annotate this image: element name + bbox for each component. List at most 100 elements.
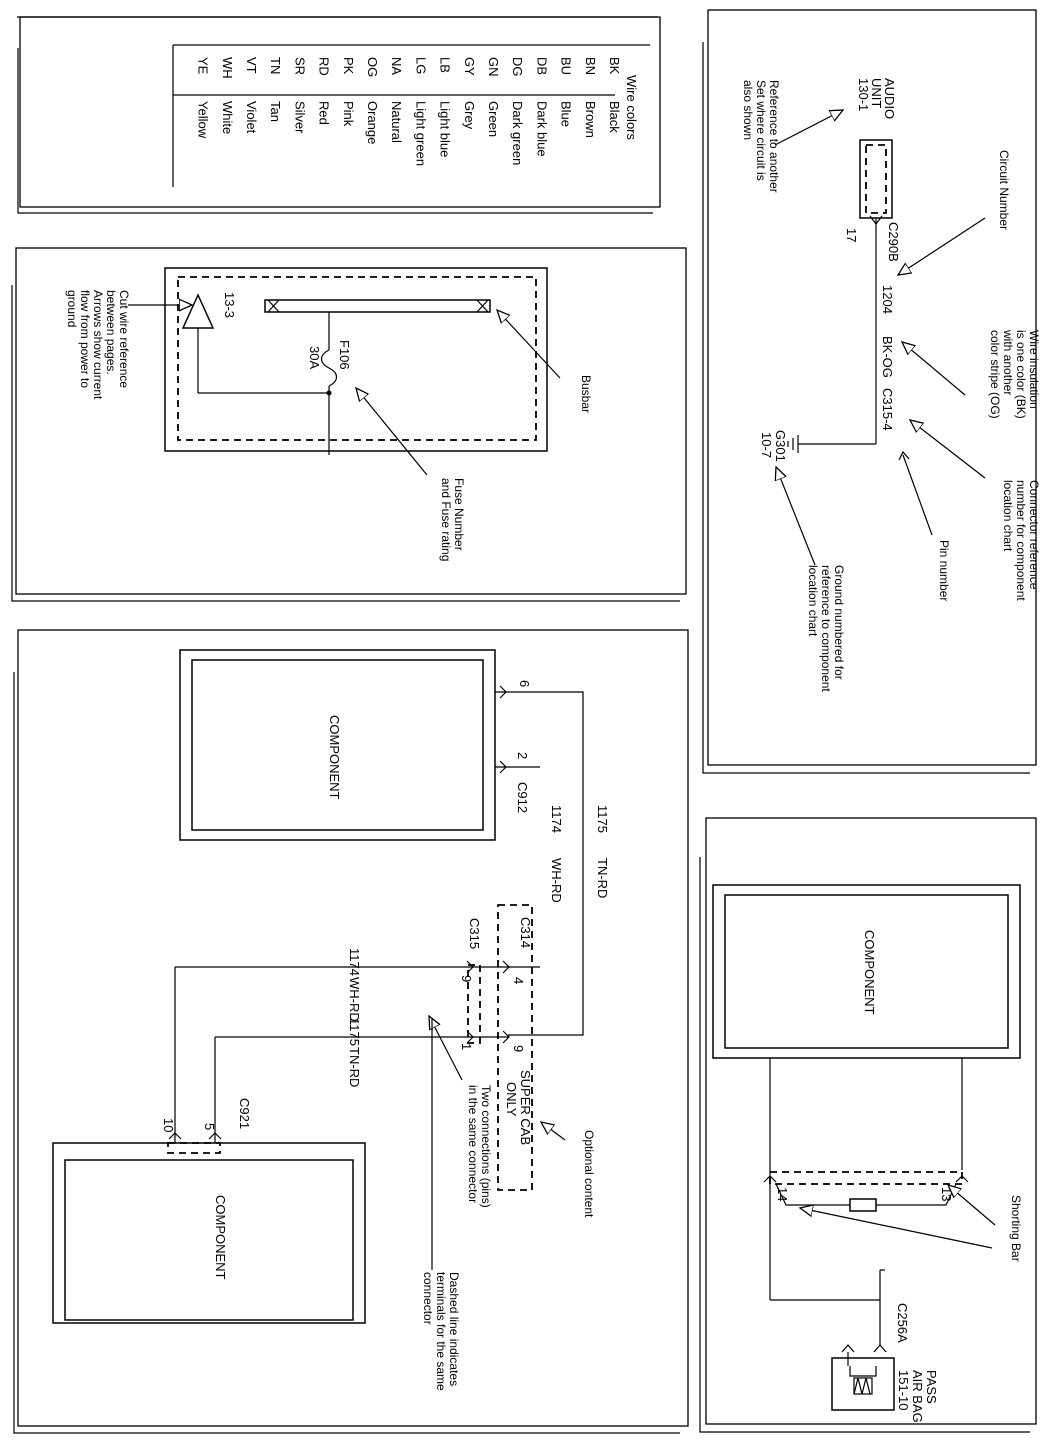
ground-ref: 10-7 <box>759 432 774 458</box>
wire-colors-frame <box>19 16 661 208</box>
c912-pin6: 6 <box>517 680 532 687</box>
top-wire-1175-color: TN-RD <box>595 858 610 898</box>
callout-two-connections-line-2: in the same connector <box>466 1085 480 1203</box>
fuse-symbol <box>320 349 338 387</box>
callout-circuit-number-line-1: Circuit Number <box>997 150 1011 230</box>
fuse-rating: 30A <box>307 346 322 369</box>
top-wire-1175-circuit: 1175 <box>595 805 610 833</box>
callout-shorting-bar-line-1: Shorting Bar <box>1009 1195 1023 1262</box>
audio-unit-connector <box>865 144 887 214</box>
ground-g301: G301 <box>773 430 788 462</box>
wire-color-name-lb: Light blue <box>438 101 453 157</box>
wire-color-code-lb: LB <box>438 57 453 73</box>
shorting-connector-dashed <box>769 1171 963 1185</box>
lower-wire-1174-color: WH-RD <box>347 977 362 1022</box>
optional-label-2: ONLY <box>504 1082 519 1117</box>
callout-dashed-line-line-1: Dashed line indicates <box>447 1272 461 1386</box>
airbag-label-1: PASS <box>924 1370 939 1404</box>
callout-cut-wire-line-2: between pages. <box>104 290 118 375</box>
connector-c256a: C256A <box>895 1303 910 1343</box>
wire-color-code-rd: RD <box>317 57 332 76</box>
c912-pin2: 2 <box>515 752 530 759</box>
shorting-arrow-1 <box>948 1185 996 1226</box>
wire-color-code-na: NA <box>389 57 404 75</box>
wire-color-name-bn: Brown <box>583 101 598 138</box>
airbag-box <box>831 1357 895 1411</box>
callout-cut-wire-line-4: flow from power to <box>78 290 92 388</box>
wire-color-name-dg: Dark green <box>510 101 525 165</box>
shorting-arrow-2 <box>800 1208 993 1249</box>
c315-pin1: 1 <box>459 1043 474 1050</box>
callout-busbar-line-1: Busbar <box>579 375 593 413</box>
connector-c315-4: C315-4 <box>880 388 895 431</box>
wire-color-code-vt: VT <box>244 57 259 74</box>
callout-dashed-line-line-2: terminals for the same <box>434 1272 448 1391</box>
top-wire-1174-circuit: 1174 <box>549 805 564 833</box>
wire-color-name-rd: Red <box>317 101 332 125</box>
wire-color-code-db: DB <box>534 57 549 75</box>
wire-color-name-wh: White <box>220 101 235 134</box>
callout-cut-wire-line-3: Arrows show current <box>91 290 105 400</box>
wire-color-code-sr: SR <box>292 57 307 75</box>
callout-reference-line-2: Set where circuit is <box>754 80 768 181</box>
airbag-label-2: AIR BAG <box>910 1370 925 1423</box>
optional-arrow <box>541 1122 566 1141</box>
wire-colors-title: Wire colors <box>624 75 639 141</box>
wire-color-name-db: Dark blue <box>534 101 549 157</box>
circuit-panel-frame <box>707 9 1037 766</box>
shorting-component-label: COMPONENT <box>862 930 877 1015</box>
c315-pin9: 9 <box>459 975 474 982</box>
shorting-bar-resistor <box>849 1198 877 1212</box>
fuse-number: F106 <box>337 340 352 370</box>
callout-cut-wire-line-5: ground <box>65 290 79 327</box>
wire-color-code-og: OG <box>365 57 380 77</box>
wire-color-name-vt: Violet <box>244 101 259 134</box>
c912-label: C912 <box>515 782 530 813</box>
callout-dashed-line-line-3: connector <box>421 1272 435 1325</box>
audio-unit-line-3: 130-1 <box>856 78 871 111</box>
wire-color-name-pk: Pink <box>341 101 356 127</box>
airbag-label-3: 151-10 <box>896 1370 911 1410</box>
c314-pin9: 9 <box>511 1045 526 1052</box>
reference-arrow <box>774 110 843 146</box>
wire-color-code-ye: YE <box>196 57 211 75</box>
lower-wire-1174-circuit: 1174 <box>347 948 362 976</box>
wire-color-name-tn: Tan <box>268 101 283 122</box>
connector-reference-arrow <box>910 420 986 479</box>
c315-label: C315 <box>467 918 482 949</box>
callout-ground-line-1: Ground numbered for <box>832 565 846 680</box>
callout-ground-line-3: location chart <box>806 565 820 637</box>
wire-color-name-gy: Grey <box>462 101 477 130</box>
wire-color-code-wh: WH <box>220 57 235 79</box>
fuse-box-dashed <box>177 276 537 441</box>
audio-unit-box <box>859 139 893 219</box>
connector-c290b: C290B <box>886 222 901 262</box>
top-wire-1174-color: WH-RD <box>549 858 564 903</box>
callout-connector-reference-line-1: Connector reference <box>1027 480 1041 590</box>
callout-wire-insulation-line-3: with another <box>1001 329 1015 395</box>
busbar <box>264 299 491 313</box>
component-top-label: COMPONENT <box>327 715 342 800</box>
component-top-inner <box>191 659 484 831</box>
audio-unit-line-2: UNIT <box>869 78 884 108</box>
pin-13: 13 <box>939 1187 954 1201</box>
lower-wire-1175-color: TN-RD <box>347 1047 362 1087</box>
lower-wire-1175-circuit: 1175 <box>347 1018 362 1046</box>
callout-ground-line-2: reference to component <box>819 565 833 692</box>
c921-pin5: 5 <box>202 1123 217 1130</box>
wire-color-code-gn: GN <box>486 57 501 77</box>
fuse-arrow <box>356 388 428 476</box>
wire-color-name-gn: Green <box>486 101 501 137</box>
wire-color-name-bu: Blue <box>559 101 574 127</box>
ground-arrow <box>776 467 816 566</box>
pin-number-line <box>902 454 933 536</box>
wire-color-code-bk: BK <box>607 57 622 75</box>
shorting-component-inner <box>724 894 1009 1049</box>
callout-wire-insulation-line-1: Wire insulation <box>1027 330 1041 409</box>
callout-connector-reference-line-2: number for component <box>1014 480 1028 601</box>
callout-fuse-line-2: and Fuse rating <box>439 478 453 561</box>
component-bottom-label: COMPONENT <box>213 1195 228 1280</box>
